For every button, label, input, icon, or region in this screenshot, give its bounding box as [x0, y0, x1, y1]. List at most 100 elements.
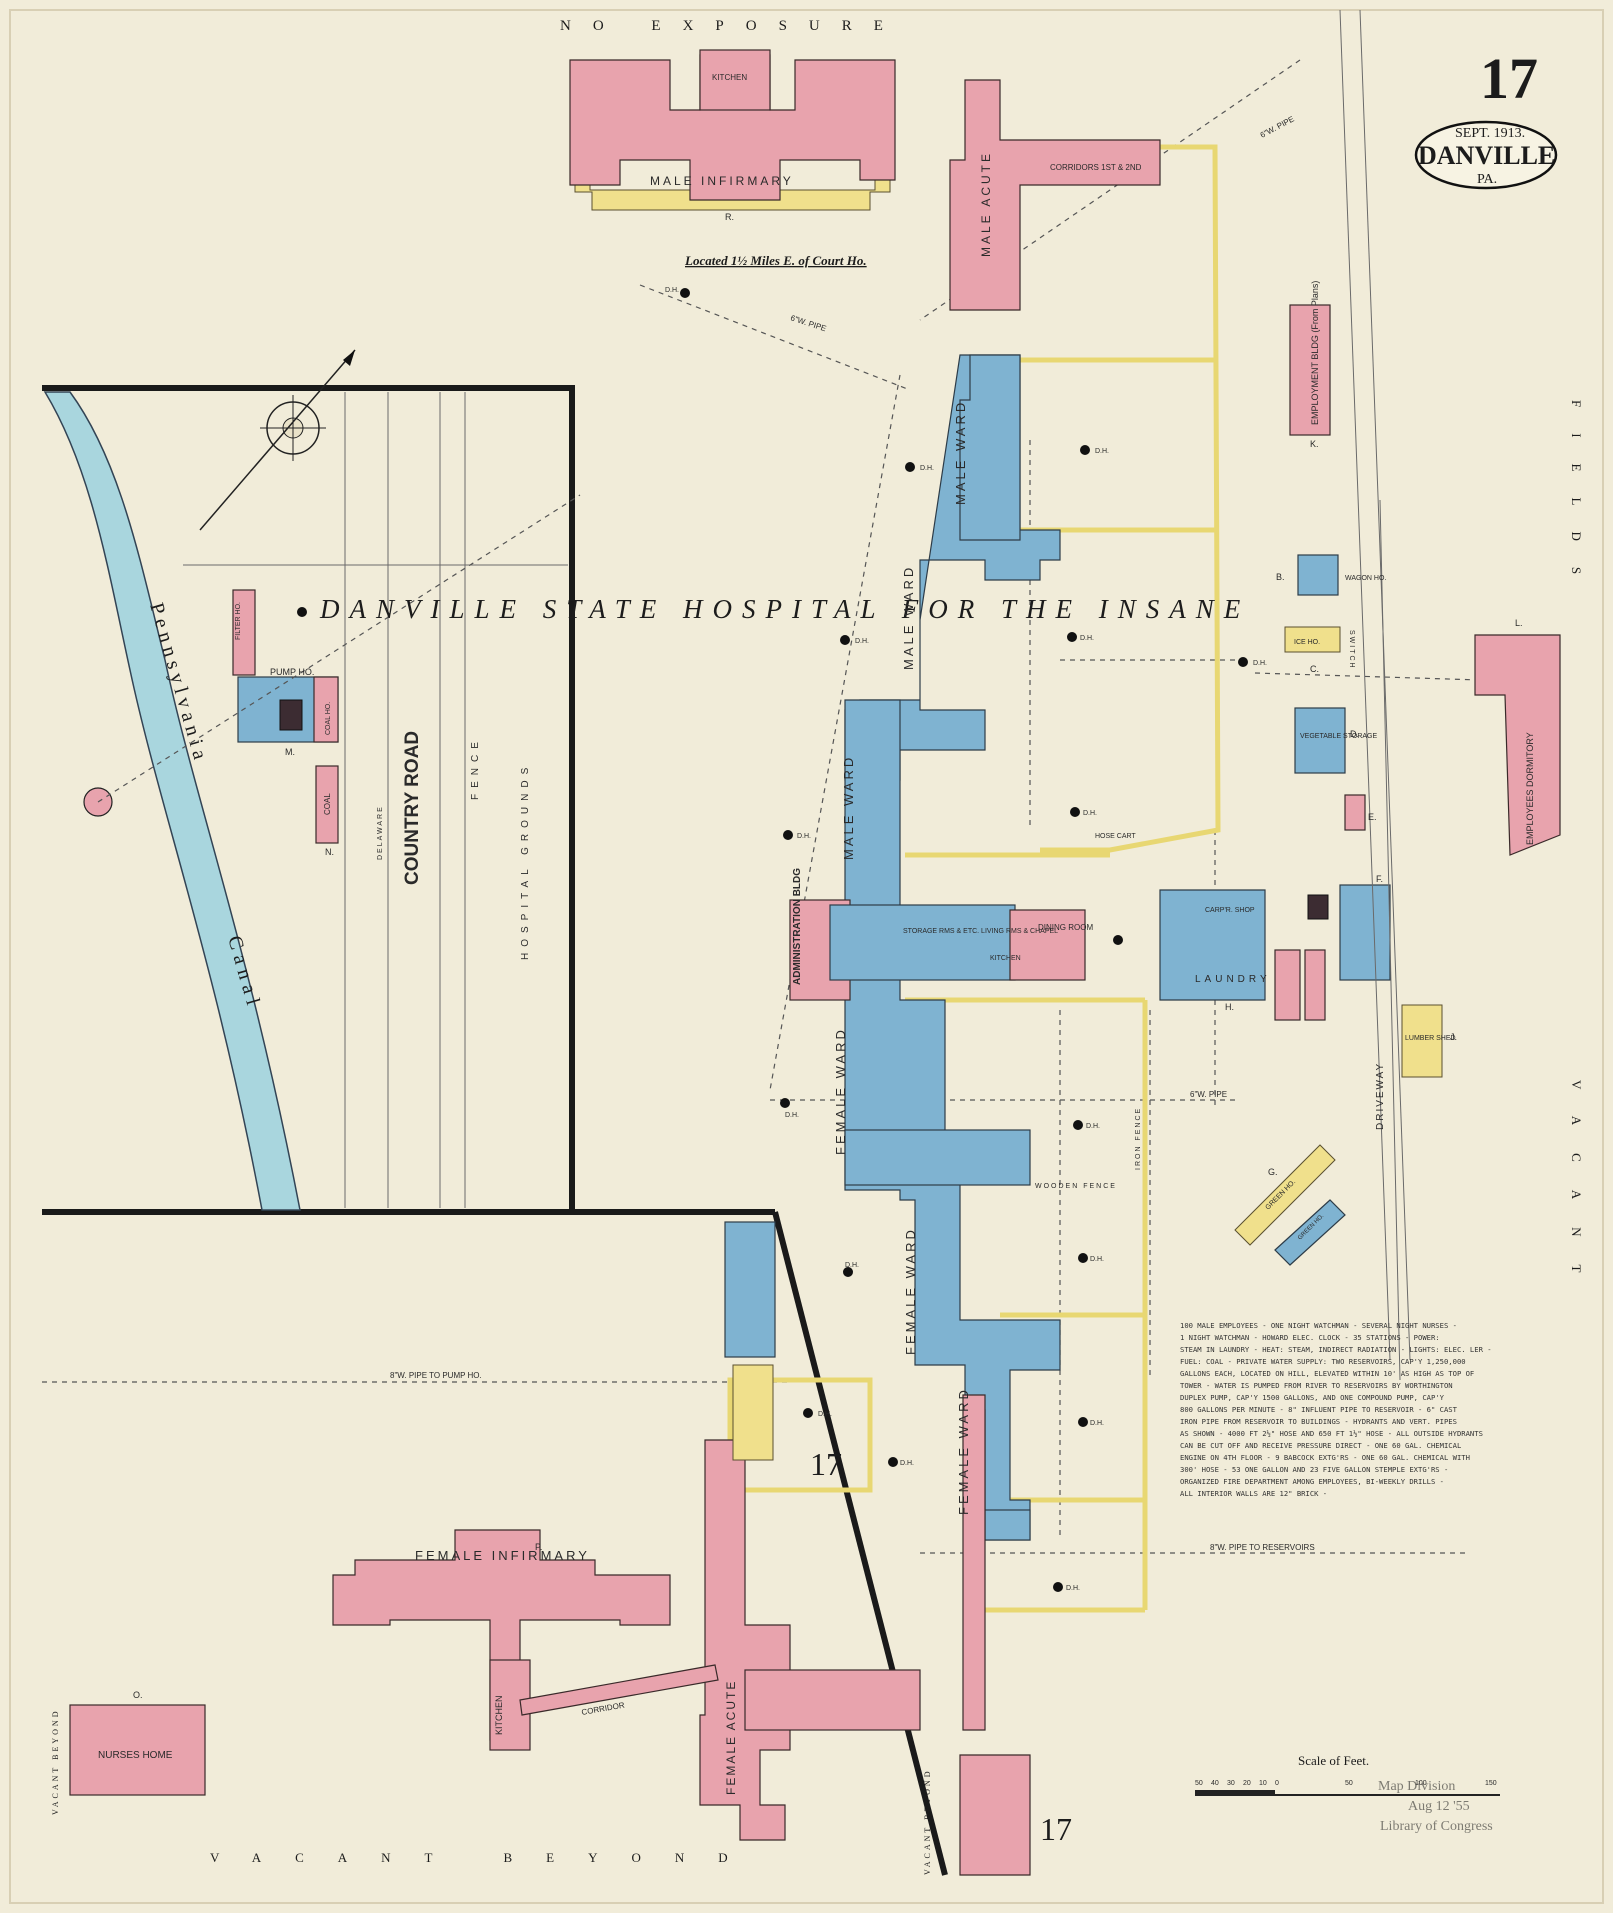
label-coal: COAL — [323, 793, 332, 815]
city-name: DANVILLE — [1418, 141, 1555, 170]
library-stamp: Map Division Aug 12 '55 Library of Congr… — [1378, 1779, 1493, 1834]
male-acute — [949, 79, 1161, 311]
kitchen-top — [699, 49, 771, 111]
edge-label-left: VACANT BEYOND — [51, 1709, 60, 1816]
label-pump-ho: PUMP HO. — [270, 667, 314, 677]
note-line: ENGINE ON 4TH FLOOR - 9 BABCOCK EXTG'RS … — [1180, 1453, 1470, 1462]
label-dh-10: D.H. — [1086, 1123, 1100, 1130]
edge-label-diagonal: VACANT BEYOND — [923, 1769, 932, 1876]
ice-house — [1284, 626, 1341, 653]
green-house-1 — [1234, 1144, 1336, 1246]
scale-tick: 20 — [1243, 1780, 1251, 1787]
note-line: ALL INTERIOR WALLS ARE 12" BRICK - — [1180, 1489, 1327, 1498]
label-carpenter-shop: CARP'R. SHOP — [1205, 907, 1255, 914]
note-line: FUEL: COAL - PRIVATE WATER SUPPLY: TWO R… — [1180, 1357, 1466, 1366]
electric-plant — [1339, 884, 1391, 981]
scale-tick: 150 — [1485, 1780, 1497, 1787]
label-dh-2: D.H. — [920, 465, 934, 472]
scale-tick: 0 — [1275, 1780, 1279, 1787]
location-note: Located 1½ Miles E. of Court Ho. — [684, 253, 867, 268]
label-female-ward-3: FEMALE WARD — [956, 1387, 971, 1515]
dining-kitchen — [1009, 909, 1086, 981]
label-dh-12: D.H. — [1090, 1256, 1104, 1263]
label-employees-dormitory: EMPLOYEES DORMITORY — [1525, 732, 1535, 845]
label-male-infirmary: MALE INFIRMARY — [650, 174, 794, 188]
inset-panel — [42, 349, 948, 1876]
male-infirmary — [569, 49, 896, 211]
note-line: STEAM IN LAUNDRY - HEAT: STEAM, INDIRECT… — [1180, 1345, 1492, 1354]
edge-label-top: NO EXPOSURE — [560, 18, 905, 34]
wagon-house — [1297, 554, 1339, 596]
stamp-line-1: Map Division — [1378, 1779, 1455, 1794]
note-line: AS SHOWN - 4000 FT 2½" HOSE AND 650 FT 1… — [1180, 1429, 1483, 1438]
label-laundry: LAUNDRY — [1195, 974, 1271, 985]
green-house-2 — [1274, 1199, 1346, 1266]
label-chapel: STORAGE RMS & ETC. LIVING RMS & CHAPEL — [903, 928, 1058, 935]
sheet-number: 17 — [1480, 46, 1538, 111]
letter-b: B. — [1276, 572, 1285, 582]
label-iron-fence: IRON FENCE — [1135, 1107, 1142, 1170]
letter-e: E. — [1368, 812, 1377, 822]
label-wagon-ho: WAGON HO. — [1345, 575, 1386, 582]
inset-top-right-border — [42, 385, 575, 1210]
letter-n: N. — [325, 847, 334, 857]
main-wards — [789, 354, 1086, 1541]
label-dh-13: D.H. — [818, 1411, 832, 1418]
label-male-ward-2: MALE WARD — [901, 565, 916, 670]
note-line: TOWER - WATER IS PUMPED FROM RIVER TO RE… — [1180, 1381, 1453, 1390]
pennsylvania-canal — [43, 391, 301, 1211]
coal-house-top — [313, 676, 339, 743]
laundry — [1159, 889, 1266, 1001]
letter-r: R. — [725, 212, 734, 222]
label-employment-bldg: EMPLOYMENT BLDG (From Plans) — [1310, 281, 1320, 425]
stamp-line-2: Aug 12 '55 — [1408, 1799, 1470, 1814]
letter-k: K. — [1310, 439, 1319, 449]
coal-house — [315, 765, 339, 844]
label-filter-ho: FILTER HO. — [235, 602, 242, 640]
scale-label: Scale of Feet. — [1298, 1753, 1369, 1768]
label-dh-14: D.H. — [1090, 1420, 1104, 1427]
title-cartouche: SEPT. 1913. DANVILLE PA. — [1414, 120, 1558, 190]
paper-edge — [9, 9, 1604, 1904]
label-6w-pipe-3: 6"W. PIPE — [1190, 1090, 1227, 1099]
label-kitchen-bottom: KITCHEN — [494, 1695, 504, 1735]
label-female-infirmary: FEMALE INFIRMARY — [415, 1548, 590, 1563]
label-dh-8: D.H. — [797, 833, 811, 840]
pipe-network — [42, 59, 1481, 1554]
label-female-acute: FEMALE ACUTE — [724, 1680, 738, 1795]
label-dh-9: D.H. — [785, 1112, 799, 1119]
label-male-acute: MALE ACUTE — [979, 151, 993, 257]
hydrants — [297, 288, 1248, 1592]
label-8w-pipe-pump: 8"W. PIPE TO PUMP HO. — [390, 1371, 482, 1380]
state-name: PA. — [1477, 172, 1497, 187]
label-dh-5: D.H. — [855, 638, 869, 645]
label-country-road: COUNTRY ROAD — [402, 731, 423, 885]
label-dh-7: D.H. — [1083, 810, 1097, 817]
hospital-notes: 100 MALE EMPLOYEES - ONE NIGHT WATCHMAN … — [1180, 1321, 1492, 1498]
frame-corridors — [727, 144, 1221, 1613]
label-dh-16: D.H. — [1066, 1585, 1080, 1592]
label-8w-pipe-reservoirs: 8"W. PIPE TO RESERVOIRS — [1210, 1543, 1315, 1552]
block-number-bottom: 17 — [1040, 1811, 1072, 1847]
label-dh-15: D.H. — [900, 1460, 914, 1467]
label-delaware: DELAWARE — [377, 805, 384, 860]
edge-label-right-lower: VACANT — [1569, 1080, 1584, 1301]
service-buildings — [1159, 304, 1561, 1266]
note-line: 1 NIGHT WATCHMAN - HOWARD ELEC. CLOCK - … — [1180, 1333, 1440, 1342]
scale-tick: 50 — [1195, 1780, 1203, 1787]
switch-line — [1379, 499, 1401, 1381]
label-dh-6: D.H. — [1253, 660, 1267, 667]
boilers — [279, 699, 303, 731]
note-line: CAN BE CUT OFF AND RECEIVE PRESSURE DIRE… — [1180, 1441, 1461, 1450]
employees-dormitory — [1474, 634, 1561, 856]
letter-o: O. — [133, 1690, 143, 1700]
letter-h: H. — [1225, 1002, 1234, 1012]
note-line: ORGANIZED FIRE DEPARTMENT AMONG EMPLOYEE… — [1180, 1477, 1444, 1486]
label-coal-top: COAL HO. — [325, 702, 332, 735]
note-line: 300' HOSE - 53 ONE GALLON AND 23 FIVE GA… — [1180, 1465, 1448, 1474]
label-switch: SWITCH — [1348, 630, 1355, 670]
letter-m: M. — [285, 747, 295, 757]
note-line: IRON PIPE FROM RESERVOIR TO BUILDINGS - … — [1180, 1417, 1457, 1426]
female-buildings — [69, 1221, 1031, 1876]
